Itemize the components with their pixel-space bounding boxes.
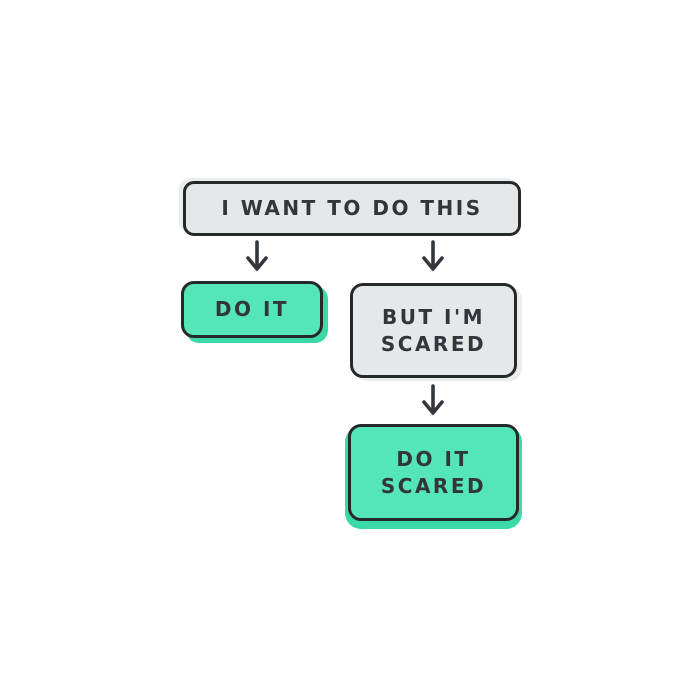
node-label-line2: SCARED [380, 331, 487, 356]
node-do-it: DO IT [181, 281, 323, 338]
node-label-line2: SCARED [380, 473, 487, 498]
down-arrow-icon [422, 240, 444, 271]
down-arrow-icon [422, 384, 444, 415]
node-label: I WANT TO DO THIS [221, 196, 483, 220]
node-label-line1: BUT I'M [381, 304, 486, 329]
node-i-want-to-do-this: I WANT TO DO THIS [183, 181, 521, 236]
down-arrow-icon [246, 240, 268, 271]
node-label-line1: DO IT [396, 446, 471, 471]
arrow-root-to-but-scared [420, 240, 446, 276]
node-label: DO IT [214, 297, 290, 321]
node-but-im-scared: BUT I'M SCARED [350, 283, 517, 378]
node-do-it-scared: DO IT SCARED [348, 424, 519, 521]
arrow-but-scared-to-do-it-scared [420, 384, 446, 420]
arrow-root-to-do-it [244, 240, 270, 276]
